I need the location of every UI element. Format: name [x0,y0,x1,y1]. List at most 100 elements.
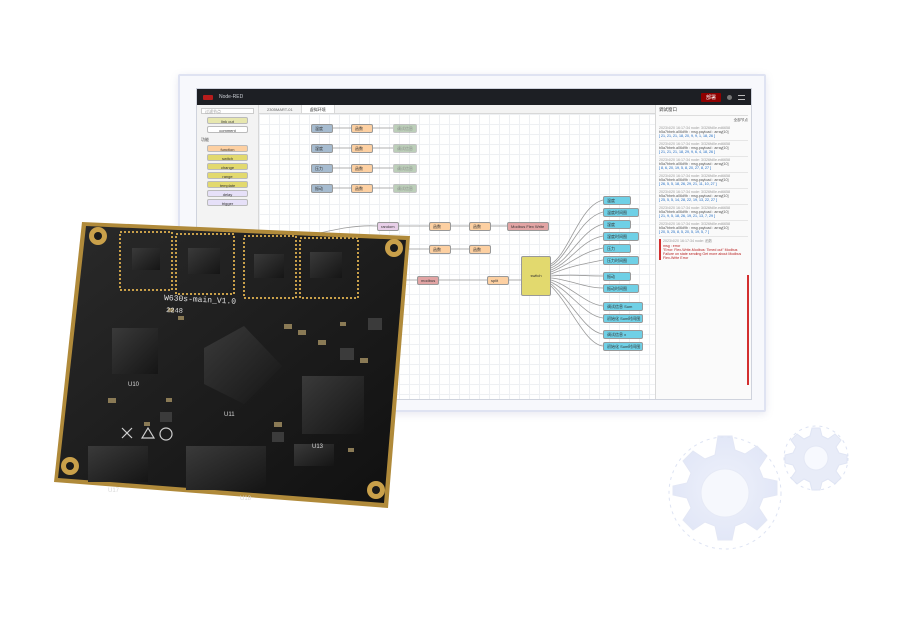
debug-message-meta: 2023/4/20 16:17:34 node: 3/326fd0e.ed665… [659,206,730,210]
split-node[interactable]: split [487,276,509,285]
app-topbar: Node-RED 部署 [197,89,751,105]
inject-node[interactable]: 温度 [311,124,333,133]
flow-tabs: 2305MART-01 虚拟环境 [259,105,655,114]
pcb-board-graphic: W630s-main_V1.0 2248 U10 U11 U13 U17 U18 [54,222,410,508]
switch-node[interactable]: switch [521,256,551,296]
debug-message[interactable]: 2023/4/20 16:17:34 node: 3/326fd0e.ed665… [659,189,748,205]
debug-message-meta: 2023/4/20 16:17:34 node: 3/326fd0e.ed665… [659,158,730,162]
error-topic: msg : error [663,244,681,248]
random-node[interactable]: random [377,222,399,231]
menu-icon[interactable] [738,94,745,100]
sidebar-filter-button[interactable]: 全部节点 [733,118,748,122]
chip-label: U10 [128,382,140,388]
inject-node[interactable]: 振动 [311,184,333,193]
output-node[interactable]: 湿度 [603,220,631,229]
tab-flow-1[interactable]: 2305MART-01 [259,105,302,113]
function-node[interactable]: 函数 [351,164,373,173]
debug-message-meta: 2023/4/20 16:17:34 node: 3/326fd0e.ed665… [659,190,730,194]
node-red-logo-icon [203,94,213,100]
chip-label: U13 [312,444,324,450]
palette-node[interactable]: delay [207,190,248,197]
error-text: "Error: Flex-Write-Modbus: Timed out" Mo… [663,248,742,260]
debug-message[interactable]: 2023/4/20 16:17:34 node: 3/326fd0e.ed665… [659,157,748,173]
function-node[interactable]: 函数 [429,222,451,231]
debug-message[interactable]: 2023/4/20 16:17:34 node: 3/326fd0e.ed665… [659,173,748,189]
small-gear-icon [783,425,849,491]
app-title: Node-RED [219,94,244,100]
debug-message-topic: b5a7bbeb.a06d9b : msg.payload : array[10… [659,194,729,198]
debug-message-topic: b5a7bbeb.a06d9b : msg.payload : array[10… [659,130,729,134]
debug-message-meta: 2023/4/20 16:17:34 node: 3/326fd0e.ed665… [659,222,730,226]
function-node[interactable]: 函数 [351,144,373,153]
palette-node[interactable]: template [207,181,248,188]
output-node[interactable]: 振动 [603,272,631,281]
debug-message-value: [ 26, 5, 5, 18, 26, 29, 21, 11, 10, 27 ] [659,182,717,186]
debug-node[interactable]: 调试信息 [393,144,417,153]
debug-message-topic: b5a7bbeb.a06d9b : msg.payload : array[10… [659,146,729,150]
palette-node[interactable]: link out [207,117,248,124]
function-node[interactable]: 函数 [351,124,373,133]
palette-node[interactable]: function [207,145,248,152]
debug-message-value: [ 21, 9, 5, 18, 26, 19, 21, 13, 7, 29 ] [659,214,715,218]
palette-node[interactable]: change [207,163,248,170]
debug-node[interactable]: 调试信息 [393,184,417,193]
debug-message-value: [ 21, 21, 21, 18, 29, 9, 6, 4, 18, 26 ] [659,150,715,154]
debug-message-list: 2023/4/20 16:17:34 node: 3/326fd0e.ed665… [659,125,748,237]
output-node[interactable]: 压力时间图 [603,256,639,265]
output-node[interactable]: 初始化 Sum时间图 [603,314,643,323]
debug-node[interactable]: 调试信息 [393,124,417,133]
palette-node[interactable]: trigger [207,199,248,206]
chip-label: U18 [240,496,252,502]
output-node[interactable]: 温度 [603,196,631,205]
output-node[interactable]: 调试信息 x [603,330,643,339]
output-node[interactable]: 湿度时间图 [603,232,639,241]
deploy-button[interactable]: 部署 [700,92,721,102]
debug-message-meta: 2023/4/20 16:17:34 node: 3/326fd0e.ed665… [659,174,730,178]
tab-flow-2[interactable]: 虚拟环境 [301,105,335,113]
palette-node[interactable]: range [207,172,248,179]
output-node[interactable]: 初始化 Sum时间图 [603,342,643,351]
inject-node[interactable]: 压力 [311,164,333,173]
board-serial-label: 2248 [166,307,183,316]
error-meta: 2023/4/20 16:17:34 node: 函数 [663,239,713,243]
sidebar-title: 调试窗口 [659,107,748,116]
debug-message-topic: b5a7bbeb.a06d9b : msg.payload : array[10… [659,210,729,214]
chip-label: U17 [108,488,120,494]
function-node[interactable]: 函数 [429,245,451,254]
debug-message-value: [ 21, 21, 21, 18, 20, 9, 9, 1, 18, 26 ] [659,134,715,138]
debug-message-topic: b5a7bbeb.a06d9b : msg.payload : array[10… [659,226,729,230]
debug-message-meta: 2023/4/20 16:17:34 node: 3/326fd0e.ed665… [659,142,730,146]
chip-label: U11 [224,412,235,418]
board-model-label: W630s-main_V1.0 [164,294,237,307]
debug-message-value: [ 25, 5, 5, 14, 28, 22, 19, 13, 22, 27 ] [659,198,717,202]
user-icon[interactable] [727,94,732,100]
large-gear-icon [668,435,782,550]
debug-message-value: [ 8, 6, 20, 19, 5, 8, 20, 27, 8, 27 ] [659,166,711,170]
modbus-node[interactable]: modbus [417,276,439,285]
palette-node[interactable]: comment [207,126,248,133]
modbus-flex-write-node[interactable]: Modbus Flex Write [507,222,549,231]
output-node[interactable]: 振动时间图 [603,284,639,293]
inject-node[interactable]: 湿度 [311,144,333,153]
function-node[interactable]: 函数 [469,245,491,254]
debug-message-meta: 2023/4/20 16:17:34 node: 3/326fd0e.ed665… [659,126,730,130]
palette-filter-input[interactable]: 过滤节点 [201,108,254,114]
debug-sidebar: 调试窗口 全部节点 2023/4/20 16:17:34 node: 3/326… [655,105,751,399]
debug-message-topic: b5a7bbeb.a06d9b : msg.payload : array[10… [659,178,729,182]
debug-message[interactable]: 2023/4/20 16:17:34 node: 3/326fd0e.ed665… [659,205,748,221]
debug-message[interactable]: 2023/4/20 16:17:34 node: 3/326fd0e.ed665… [659,221,748,237]
debug-message[interactable]: 2023/4/20 16:17:34 node: 3/326fd0e.ed665… [659,141,748,157]
debug-message-value: [ 20, 5, 25, 8, 5, 20, 5, 19, 5, 7 ] [659,230,709,234]
pcb-board-image: W630s-main_V1.0 2248 U10 U11 U13 U17 U18 [48,208,418,508]
output-node[interactable]: 压力 [603,244,631,253]
output-node[interactable]: 调试信息 Sum [603,302,643,311]
debug-error-message: 2023/4/20 16:17:34 node: 函数 msg : error … [659,239,748,260]
output-node[interactable]: 温度时间图 [603,208,639,217]
error-scroll-marker [747,275,749,385]
debug-node[interactable]: 调试信息 [393,164,417,173]
palette-node[interactable]: switch [207,154,248,161]
function-node[interactable]: 函数 [351,184,373,193]
palette-category[interactable]: 功能 [201,137,209,142]
function-node[interactable]: 函数 [469,222,491,231]
debug-message[interactable]: 2023/4/20 16:17:34 node: 3/326fd0e.ed665… [659,125,748,141]
